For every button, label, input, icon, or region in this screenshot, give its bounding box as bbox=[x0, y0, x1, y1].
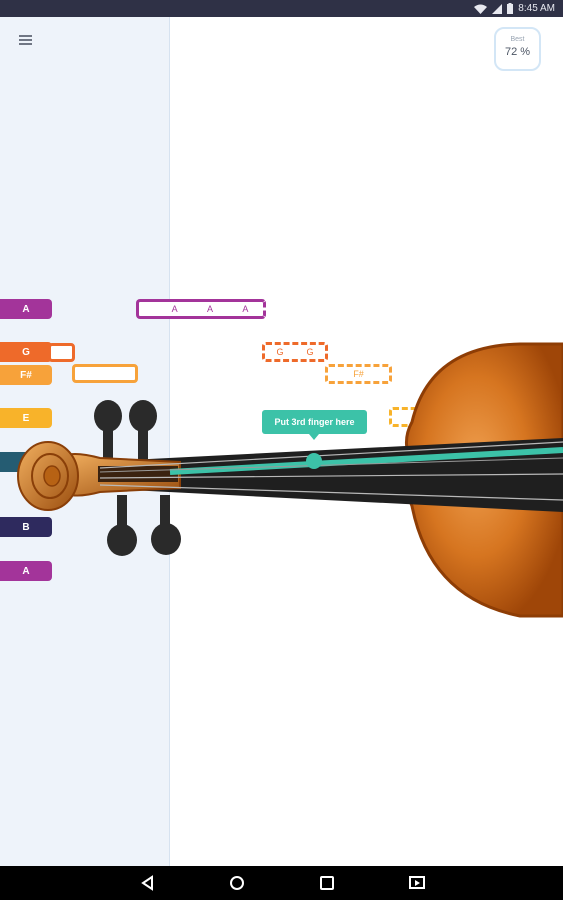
peg-top-left bbox=[94, 400, 122, 432]
note-label-a-top: A bbox=[0, 299, 52, 319]
string-d bbox=[99, 473, 563, 479]
note-label-a-bottom: A bbox=[0, 561, 52, 581]
recents-icon[interactable] bbox=[318, 875, 336, 891]
cast-icon[interactable] bbox=[408, 875, 426, 891]
note-box-g-1: G bbox=[276, 347, 284, 357]
status-bar: 8:45 AM bbox=[0, 0, 563, 17]
status-icons: 8:45 AM bbox=[474, 2, 555, 15]
signal-icon bbox=[492, 3, 503, 14]
peg-bottom-right bbox=[151, 523, 181, 555]
navigation-bar bbox=[0, 866, 563, 900]
peg-bottom-left bbox=[107, 524, 137, 556]
string-g bbox=[99, 484, 563, 501]
note-box-a-3: A bbox=[242, 304, 249, 314]
finger-position-dot bbox=[306, 453, 322, 469]
note-box-a-2: A bbox=[206, 304, 213, 314]
hint-pointer bbox=[309, 434, 319, 440]
note-box-f-sharp-label: F# bbox=[353, 369, 364, 379]
note-target-g bbox=[48, 343, 75, 362]
wifi-icon bbox=[474, 4, 488, 14]
status-time: 8:45 AM bbox=[518, 3, 555, 14]
note-label-g: G bbox=[0, 342, 52, 362]
note-box-a-1: A bbox=[171, 304, 178, 314]
note-label-e: E bbox=[0, 408, 52, 428]
note-label-f-sharp: F# bbox=[0, 365, 52, 385]
peg-top-right bbox=[129, 400, 157, 432]
best-score-card: Best 72 % bbox=[494, 27, 541, 71]
battery-icon bbox=[507, 3, 514, 14]
note-box-g-2: G bbox=[306, 347, 314, 357]
note-box-g-string: G G bbox=[262, 342, 328, 362]
note-label-b: B bbox=[0, 517, 52, 537]
string-e bbox=[99, 441, 563, 469]
back-icon[interactable] bbox=[139, 875, 157, 891]
hamburger-menu-icon[interactable] bbox=[15, 31, 37, 49]
violin-illustration bbox=[17, 342, 563, 618]
best-label: Best bbox=[510, 36, 525, 43]
best-value: 72 % bbox=[504, 46, 531, 58]
finger-hint-bubble: Put 3rd finger here bbox=[262, 410, 367, 434]
note-box-f-sharp: F# bbox=[325, 364, 392, 384]
note-box-a-string: A A A bbox=[136, 299, 266, 319]
note-target-f-sharp bbox=[72, 364, 138, 383]
home-icon[interactable] bbox=[228, 875, 246, 891]
